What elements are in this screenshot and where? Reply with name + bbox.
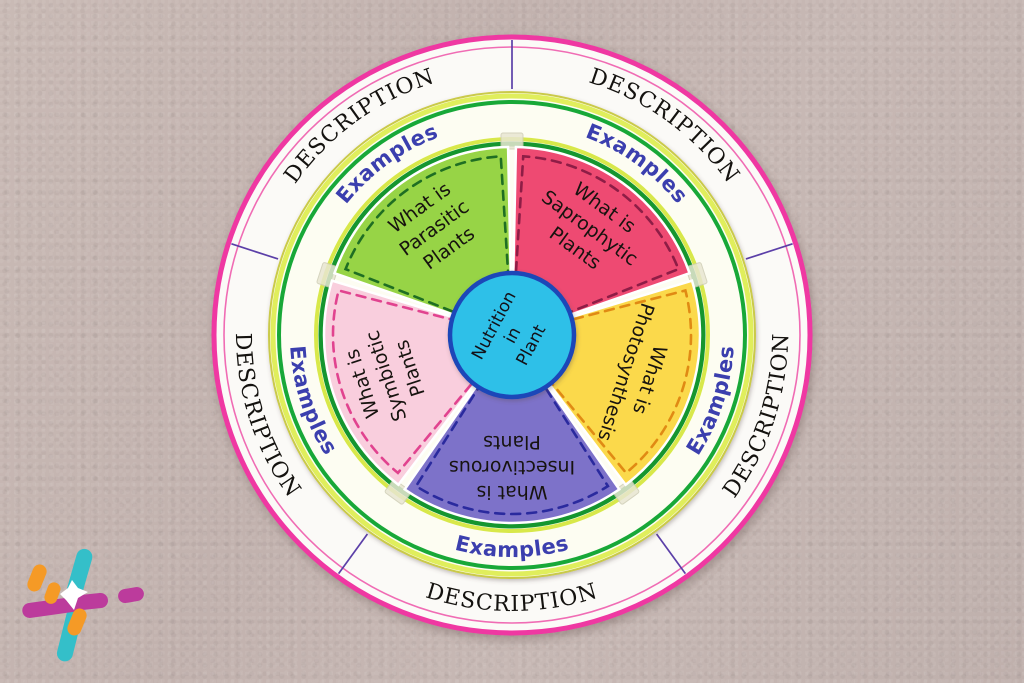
wedge-fill-parasitic[interactable] bbox=[332, 145, 514, 337]
wedge-dashed-border-parasitic bbox=[343, 154, 514, 337]
tape-tab bbox=[612, 479, 640, 505]
wedge-label-line: Insectivorous bbox=[449, 456, 575, 478]
wedge-fill-insectivorous[interactable] bbox=[402, 332, 622, 525]
description-ring-dividers bbox=[231, 40, 793, 575]
logo-magenta-center-bar bbox=[74, 593, 109, 610]
logo-orange-upper-dash bbox=[27, 564, 47, 592]
wedge-saprophytic[interactable] bbox=[510, 145, 692, 337]
examples-outer-accent-band bbox=[270, 93, 754, 577]
tape-tab bbox=[500, 132, 524, 150]
wedge-label-insectivorous: What is Insectivorous Plants bbox=[449, 431, 575, 503]
wedge-label-line: Plants bbox=[483, 431, 541, 453]
examples-outer-green-band bbox=[277, 100, 747, 570]
tape-tab bbox=[384, 479, 412, 505]
logo-star-icon bbox=[60, 580, 88, 610]
center-hub[interactable] bbox=[447, 270, 577, 400]
wedge-label-line: What is bbox=[476, 481, 547, 503]
description-divider bbox=[231, 243, 279, 260]
logo-orange-lower-dash bbox=[67, 608, 87, 636]
wedge-fill-saprophytic[interactable] bbox=[510, 145, 692, 337]
hub-circle[interactable] bbox=[447, 270, 577, 400]
wedge-dashed-border-symbiotic bbox=[331, 288, 515, 475]
wedge-dashed-border-insectivorous bbox=[414, 332, 610, 516]
logo-magenta-left-bar bbox=[22, 597, 80, 618]
wedge-dashed-border-saprophytic bbox=[510, 154, 681, 337]
wedge-dashed-border-photosynthesis bbox=[509, 288, 693, 475]
description-divider bbox=[745, 243, 793, 260]
logo-strokes bbox=[22, 548, 144, 662]
description-divider bbox=[337, 533, 369, 575]
wedge-insectivorous[interactable] bbox=[402, 332, 622, 525]
description-divider bbox=[655, 533, 687, 575]
starburst-logo bbox=[22, 548, 144, 662]
logo-magenta-right-dash bbox=[118, 586, 144, 604]
logo-orange-mid-dash bbox=[44, 582, 61, 604]
wedge-parasitic[interactable] bbox=[332, 145, 514, 337]
